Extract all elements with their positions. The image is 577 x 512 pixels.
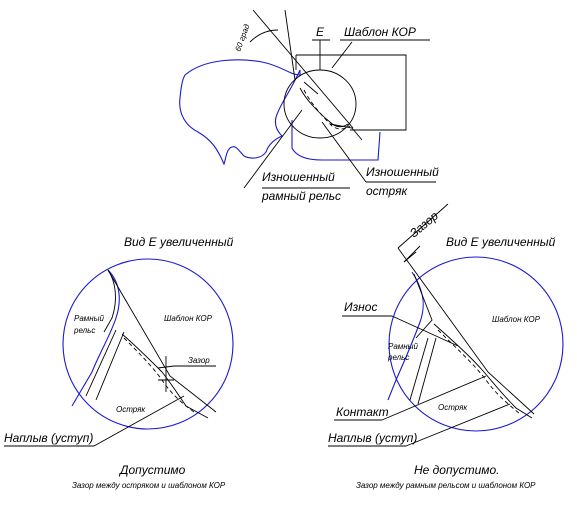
right-frame-rail-outline bbox=[387, 271, 424, 401]
left-view: Вид Е увеличенный Рамный рельс Шаблон КО… bbox=[4, 235, 234, 490]
right-contact-label: Контакт bbox=[336, 405, 389, 419]
left-caption: Зазор между остряком и шаблоном КОР bbox=[72, 481, 226, 490]
right-rail-label-1: Рамный bbox=[388, 342, 419, 351]
right-title: Вид Е увеличенный bbox=[446, 235, 556, 249]
worn-point-label-2: остряк bbox=[366, 184, 408, 198]
left-verdict: Допустимо bbox=[118, 463, 186, 477]
worn-rail-label-1: Изношенный bbox=[262, 170, 335, 184]
right-view: Зазор Вид Е увеличенный Износ Шаблон КОР… bbox=[328, 203, 564, 490]
view-e-circle bbox=[283, 69, 357, 139]
left-rail-label-2: рельс bbox=[73, 326, 95, 335]
worn-frame-rail-outline bbox=[179, 59, 301, 166]
left-title: Вид Е увеличенный bbox=[124, 235, 234, 249]
right-gap-label: Зазор bbox=[407, 208, 441, 240]
top-drawing: 60 град Е Шаблон КОР Изношенный рамный р… bbox=[179, 9, 439, 203]
right-template-label: Шаблон КОР bbox=[492, 315, 541, 324]
view-letter: Е bbox=[316, 25, 325, 39]
right-rail-label-2: рельс bbox=[387, 353, 409, 362]
right-caption: Зазор между рамным рельсом и шаблоном КО… bbox=[356, 481, 536, 490]
left-template-label: Шаблон КОР bbox=[164, 314, 213, 323]
worn-rail-label-2: рамный рельс bbox=[261, 189, 341, 203]
left-frame-rail-outline bbox=[71, 269, 120, 407]
right-view-circle bbox=[388, 256, 564, 432]
right-overflow-label: Наплыв (уступ) bbox=[328, 431, 417, 445]
right-wear-label: Износ bbox=[344, 300, 377, 314]
left-view-circle bbox=[62, 258, 234, 430]
right-verdict: Не допустимо. bbox=[414, 463, 500, 477]
left-point-label: Остряк bbox=[116, 405, 146, 414]
left-overflow-label: Наплыв (уступ) bbox=[4, 431, 93, 445]
worn-point-label-1: Изношенный bbox=[366, 165, 439, 179]
left-rail-label-1: Рамный bbox=[74, 314, 105, 323]
template-kor-outline bbox=[295, 54, 407, 131]
right-point-label: Остряк bbox=[438, 403, 468, 412]
template-label-top: Шаблон КОР bbox=[344, 25, 416, 39]
worn-switch-point-outline bbox=[291, 120, 381, 161]
angle-label: 60 град bbox=[233, 22, 251, 52]
left-gap-label: Зазор bbox=[188, 356, 210, 365]
